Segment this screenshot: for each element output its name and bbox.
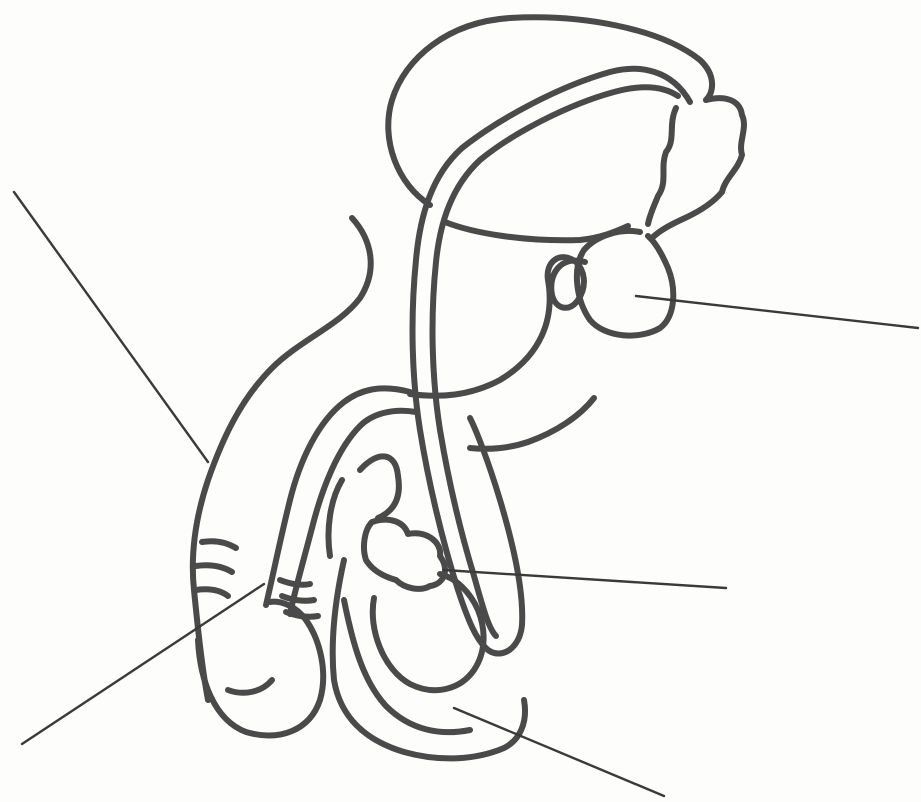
vas-deferens-outer xyxy=(413,69,690,654)
pubic-outline xyxy=(193,218,371,700)
seminal-vesicle-inner xyxy=(648,108,676,224)
shaft-fold-2 xyxy=(196,565,232,572)
epididymis xyxy=(364,520,445,589)
leader-right-upper xyxy=(636,296,918,328)
scrotum-left-edge xyxy=(329,480,343,556)
glans xyxy=(198,602,323,736)
urethra-outer xyxy=(266,388,410,605)
leader-right-middle xyxy=(444,570,726,588)
leader-upper-left xyxy=(14,192,208,462)
shaft-fold-1 xyxy=(202,541,236,548)
corona-2 xyxy=(282,596,314,601)
shaft-fold-3 xyxy=(196,589,228,596)
testis xyxy=(373,574,484,690)
scrotum xyxy=(333,456,525,758)
scrotum-fold xyxy=(344,600,470,732)
vas-deferens-inner xyxy=(433,87,678,636)
glans-crease xyxy=(228,680,272,693)
rectum-curve xyxy=(470,398,594,449)
prostate-gland xyxy=(577,231,673,336)
